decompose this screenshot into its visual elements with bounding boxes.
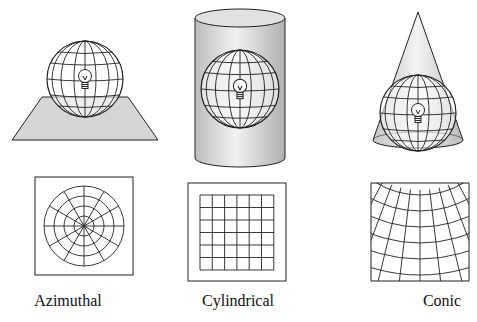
- graticule-line: [49, 206, 84, 226]
- graticule-line: [84, 186, 85, 226]
- graticule-line: [249, 195, 250, 270]
- azimuthal-map: [35, 177, 133, 275]
- graticule-line: [200, 245, 274, 246]
- graticule-line: [430, 189, 444, 281]
- globe: [201, 50, 279, 128]
- graticule-line: [49, 226, 84, 246]
- projection-cylinder: [195, 9, 285, 167]
- graticule-line: [396, 189, 410, 281]
- graticule-line: [84, 226, 85, 266]
- projection-label: Cylindrical: [202, 292, 274, 310]
- graticule-line: [64, 226, 84, 261]
- graticule-line: [84, 226, 119, 246]
- graticule-line: [64, 191, 84, 226]
- graticule-line: [273, 195, 274, 270]
- graticule-line: [84, 191, 104, 226]
- projection-label: Conic: [423, 292, 461, 310]
- globe: [47, 41, 123, 117]
- graticule-line: [84, 226, 104, 261]
- graticule-line: [44, 186, 124, 266]
- graticule-line: [44, 226, 84, 227]
- graticule-line: [372, 188, 401, 281]
- graticule: [371, 183, 469, 281]
- graticule-line: [84, 226, 124, 227]
- graticule-line: [439, 188, 468, 281]
- graticule-line: [371, 183, 383, 281]
- graticule-line: [84, 206, 119, 226]
- projection-label: Azimuthal: [34, 292, 102, 310]
- graticule-line: [200, 257, 274, 258]
- graticule-line: [261, 195, 262, 270]
- graticule-line: [200, 232, 274, 233]
- graticule: [44, 186, 274, 270]
- globe: [380, 75, 456, 151]
- cylindrical-map: [188, 183, 286, 281]
- graticule-line: [457, 183, 469, 281]
- graticule-line: [420, 190, 421, 281]
- graticule-line: [448, 185, 469, 281]
- graticule-line: [200, 270, 274, 271]
